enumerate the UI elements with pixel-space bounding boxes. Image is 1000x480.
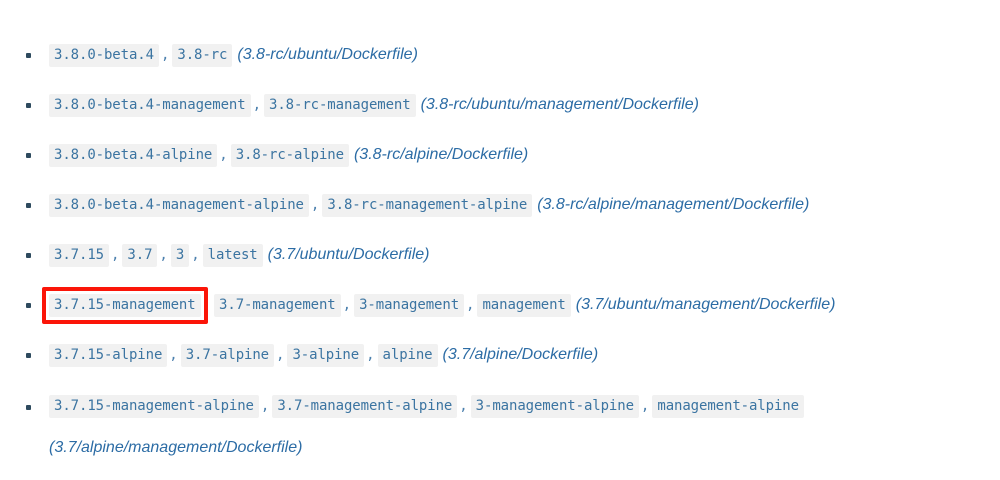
- tag-separator: ,: [310, 197, 320, 213]
- tag-separator: ,: [169, 347, 178, 363]
- tag-row: 3.8.0-beta.4-management-alpine,3.8-rc-ma…: [0, 180, 1000, 230]
- bullet-icon: [26, 203, 31, 208]
- dockerfile-path: (3.7/alpine/management/Dockerfile): [49, 439, 303, 456]
- tag-separator: ,: [640, 398, 650, 414]
- tag-chip[interactable]: 3.7.15: [49, 244, 109, 267]
- tag-chip[interactable]: management-alpine: [652, 395, 804, 418]
- tag-row: 3.8.0-beta.4-management,3.8-rc-managemen…: [0, 80, 1000, 130]
- bullet-icon: [26, 253, 31, 258]
- tag-separator: ,: [252, 97, 261, 113]
- tag-separator: ,: [202, 297, 212, 313]
- tag-group: 3.8.0-beta.4-alpine,3.8-rc-alpine: [49, 144, 349, 167]
- tag-group: 3.7.15-management,3.7-management,3-manag…: [49, 294, 571, 317]
- bullet-icon: [26, 303, 31, 308]
- tag-group: 3.8.0-beta.4-management,3.8-rc-managemen…: [49, 94, 416, 117]
- tag-group: 3.8.0-beta.4-management-alpine,3.8-rc-ma…: [49, 194, 533, 217]
- tag-row: 3.8.0-beta.4,3.8-rc(3.8-rc/ubuntu/Docker…: [0, 30, 1000, 80]
- tag-separator: ,: [366, 347, 375, 363]
- tag-chip[interactable]: 3.7.15-management: [49, 294, 201, 317]
- tag-separator: ,: [159, 247, 168, 263]
- bullet-icon: [26, 53, 31, 58]
- docker-tag-list: 3.8.0-beta.4,3.8-rc(3.8-rc/ubuntu/Docker…: [0, 30, 1000, 470]
- tag-chip[interactable]: 3.8.0-beta.4-management: [49, 94, 251, 117]
- tag-separator: ,: [160, 47, 170, 63]
- tag-chip[interactable]: 3.8-rc-management-alpine: [322, 194, 533, 217]
- tag-chip[interactable]: alpine: [377, 344, 438, 367]
- bullet-icon: [26, 153, 31, 158]
- tag-chip[interactable]: 3: [170, 244, 190, 267]
- tag-group: 3.7.15-alpine,3.7-alpine,3-alpine,alpine: [49, 344, 438, 367]
- tag-separator: ,: [260, 398, 270, 414]
- dockerfile-path: (3.8-rc/ubuntu/management/Dockerfile): [420, 96, 699, 113]
- tag-chip[interactable]: 3-management: [354, 294, 465, 317]
- tag-chip[interactable]: 3.7-management: [214, 294, 341, 317]
- tag-separator: ,: [459, 398, 468, 414]
- tag-row: 3.7.15-management-alpine,3.7-management-…: [0, 380, 1000, 470]
- tag-chip[interactable]: 3.7: [122, 244, 158, 267]
- tag-group: 3.7.15,3.7,3,latest: [49, 244, 263, 267]
- tag-group: 3.8.0-beta.4,3.8-rc: [49, 44, 233, 67]
- tag-chip[interactable]: 3.8-rc: [172, 44, 233, 67]
- dockerfile-path: (3.8-rc/alpine/management/Dockerfile): [537, 196, 810, 213]
- dockerfile-path: (3.7/ubuntu/Dockerfile): [267, 246, 430, 263]
- dockerfile-path: (3.7/alpine/Dockerfile): [442, 346, 599, 363]
- bullet-icon: [26, 353, 31, 358]
- bullet-icon: [26, 405, 31, 410]
- tag-chip[interactable]: 3.8-rc-management: [264, 94, 416, 117]
- tag-separator: ,: [191, 247, 200, 263]
- tag-chip[interactable]: 3.8-rc-alpine: [230, 144, 349, 167]
- tag-chip[interactable]: 3.8.0-beta.4: [49, 44, 159, 67]
- tag-separator: ,: [219, 147, 228, 163]
- dockerfile-path: (3.7/ubuntu/management/Dockerfile): [575, 296, 836, 313]
- dockerfile-path: (3.8-rc/alpine/Dockerfile): [353, 146, 529, 163]
- tag-separator: ,: [342, 297, 352, 313]
- tag-separator: ,: [110, 247, 120, 263]
- tag-separator: ,: [466, 297, 475, 313]
- tag-chip[interactable]: 3-management-alpine: [470, 395, 639, 418]
- tag-chip[interactable]: 3.7-alpine: [180, 344, 275, 367]
- tag-row: 3.7.15-management,3.7-management,3-manag…: [0, 280, 1000, 330]
- tag-row: 3.7.15-alpine,3.7-alpine,3-alpine,alpine…: [0, 330, 1000, 380]
- tag-chip[interactable]: management: [477, 294, 571, 317]
- tag-chip[interactable]: 3.8.0-beta.4-alpine: [49, 144, 218, 167]
- tag-chip[interactable]: 3.7-management-alpine: [272, 395, 458, 418]
- bullet-icon: [26, 103, 31, 108]
- tag-separator: ,: [276, 347, 285, 363]
- tag-chip[interactable]: 3.7.15-management-alpine: [49, 395, 259, 418]
- tag-chip[interactable]: 3.8.0-beta.4-management-alpine: [49, 194, 309, 217]
- tag-group: 3.7.15-management-alpine,3.7-management-…: [49, 395, 804, 418]
- tag-row: 3.8.0-beta.4-alpine,3.8-rc-alpine(3.8-rc…: [0, 130, 1000, 180]
- tag-row: 3.7.15,3.7,3,latest(3.7/ubuntu/Dockerfil…: [0, 230, 1000, 280]
- tag-chip[interactable]: 3.7.15-alpine: [49, 344, 168, 367]
- dockerfile-path: (3.8-rc/ubuntu/Dockerfile): [237, 46, 418, 63]
- tag-chip[interactable]: 3-alpine: [287, 344, 365, 367]
- tag-chip[interactable]: latest: [202, 244, 263, 267]
